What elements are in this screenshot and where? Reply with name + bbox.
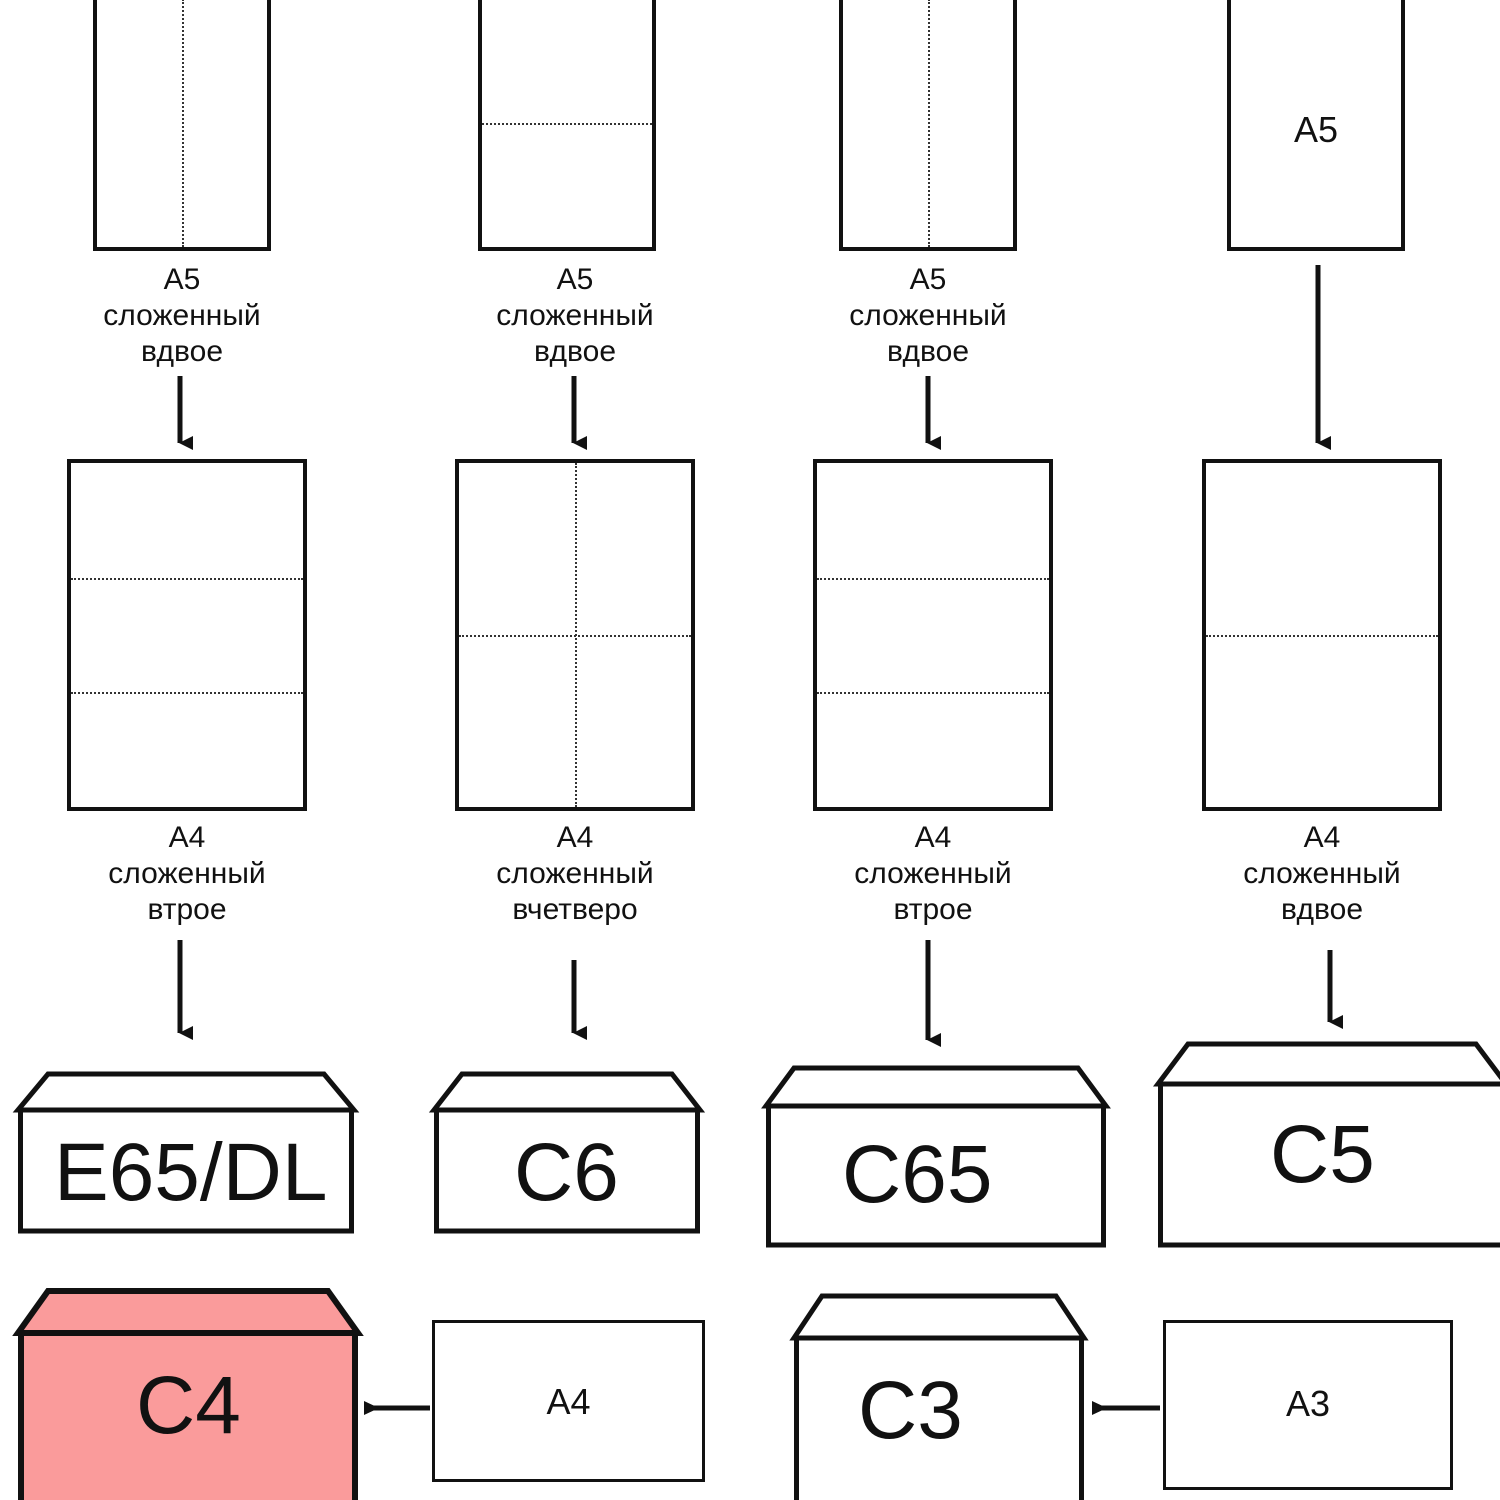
fold-line-horizontal [459,635,691,637]
envelope-flap [761,1065,1111,1109]
envelope-body [1158,1081,1500,1248]
caption-a5-3: A5 сложенный вдвое [849,263,1007,368]
sheet-a3-source: A3 [1163,1320,1453,1490]
sheet-label-a5: A5 [1293,109,1339,150]
sheet-a4-fold-thirds-3 [813,459,1053,811]
envelope-c5: C5 [1153,1036,1500,1248]
envelope-flap [789,1293,1089,1341]
envelope-label-c4: C4 [136,1360,241,1451]
caption-a5-1: A5 сложенный вдвое [103,263,261,368]
caption-a4-1: A4 сложенный втрое [108,821,266,926]
envelope-label-c5: C5 [1270,1109,1375,1200]
envelope-c6: C6 [428,1064,706,1234]
sheet-a5-fold-horizontal-2 [478,0,656,251]
sheet-a5-plain-4: A5 [1227,0,1405,251]
envelope-body [18,1107,354,1234]
envelope-body [794,1335,1084,1500]
envelope-body [18,1330,358,1500]
envelope-flap [12,1071,360,1113]
fold-line-horizontal-upper [817,577,1049,580]
sheet-a5-fold-vertical-3 [839,0,1017,251]
fold-line-horizontal [482,123,652,125]
caption-a4-3: A4 сложенный втрое [854,821,1012,926]
fold-line-horizontal-upper [71,577,303,580]
caption-a4-2: A4 сложенный вчетверо [496,821,654,926]
sheet-label-a4-source: A4 [546,1381,591,1422]
fold-line-horizontal-lower [817,692,1049,695]
fold-line-horizontal-lower [71,692,303,695]
envelope-e65dl: E65/DL [12,1064,360,1234]
envelope-label-e65dl: E65/DL [54,1127,328,1218]
sheet-label-a3-source: A3 [1285,1383,1331,1424]
envelope-c3: C3 [789,1288,1089,1500]
sheet-a5-fold-vertical-1 [93,0,271,251]
sheet-a4-fold-quarters-2 [455,459,695,811]
caption-a4-4: A4 сложенный вдвое [1243,821,1401,926]
envelope-label-c3: C3 [858,1365,963,1456]
sheet-a4-fold-half-4 [1202,459,1442,811]
envelope-c4-highlighted: C4 [12,1283,364,1500]
sheet-a4-source: A4 [432,1320,705,1482]
envelope-label-c6: C6 [514,1127,619,1218]
envelope-flap [12,1288,364,1336]
sheet-a4-fold-thirds-1 [67,459,307,811]
envelope-flap [428,1071,706,1113]
fold-line-horizontal [1206,635,1438,637]
envelope-body [434,1107,700,1234]
envelope-flap [1153,1041,1500,1087]
fold-line-vertical [182,0,184,247]
envelope-body [766,1103,1106,1248]
envelope-c65: C65 [761,1058,1111,1248]
fold-line-vertical [928,0,930,247]
caption-a5-2: A5 сложенный вдвое [496,263,654,368]
envelope-label-c65: C65 [842,1129,993,1220]
